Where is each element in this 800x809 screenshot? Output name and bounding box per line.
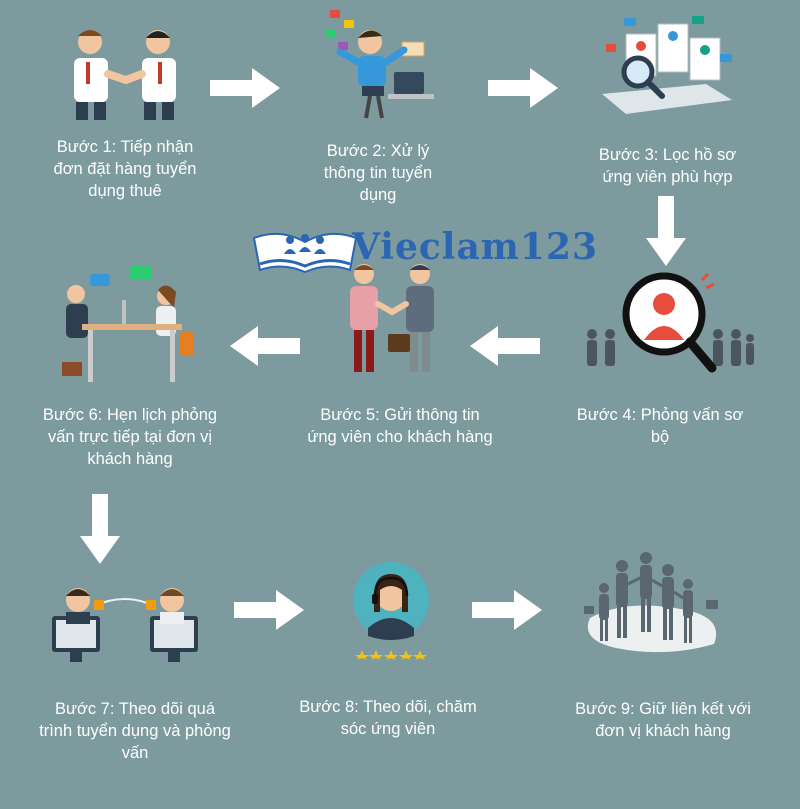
arrow-left-icon <box>470 326 540 366</box>
interview-desk-icon <box>62 266 194 382</box>
business-meeting-icon <box>350 264 434 372</box>
video-call-icon <box>52 588 198 662</box>
handshake-icon <box>74 30 176 120</box>
busy-worker-icon <box>326 10 434 119</box>
logo-text: Vieclam123 <box>352 226 599 268</box>
arrow-down-icon <box>646 196 686 266</box>
arrow-right-icon <box>234 590 304 630</box>
arrow-right-icon <box>488 68 558 108</box>
vieclam123-logo: Vieclam123 <box>250 224 597 280</box>
open-book-icon <box>252 232 358 274</box>
arrow-down-icon <box>80 494 120 564</box>
magnifier-candidate-icon <box>587 272 754 373</box>
support-agent-icon <box>353 562 429 660</box>
resume-filter-icon <box>602 16 732 114</box>
network-people-icon <box>584 552 718 653</box>
arrow-left-icon <box>230 326 300 366</box>
arrow-right-icon <box>472 590 542 630</box>
arrow-right-icon <box>210 68 280 108</box>
